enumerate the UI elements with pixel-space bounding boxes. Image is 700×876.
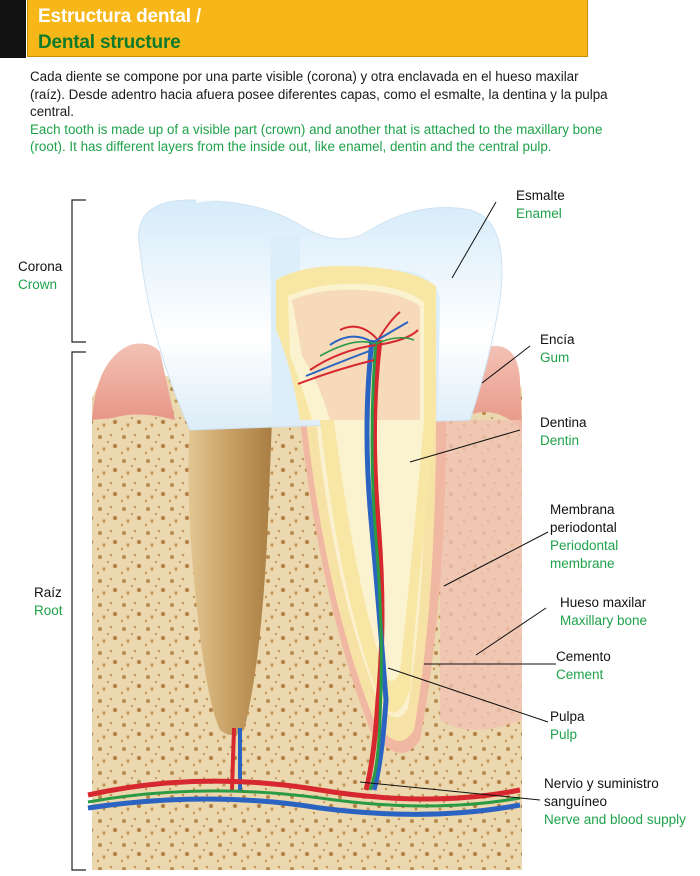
title-spanish: Estructura dental / [38,6,202,27]
label-crown: Corona Crown [18,259,63,292]
label-maxillary-bone: Hueso maxilar Maxillary bone [560,595,648,628]
pulp-vessels [297,311,419,791]
root-left [188,420,272,735]
label-root: Raíz Root [34,585,63,618]
label-nerve-blood-supply: Nervio y suministro sanguíneo Nerve and … [544,776,686,827]
intro-text: Cada diente se compone por una parte vis… [30,68,610,156]
header-bar: Estructura dental / Dental structure [0,0,700,58]
root-bracket [71,351,86,871]
label-dentin: Dentina Dentin [540,415,587,448]
label-gum: Encía Gum [540,332,575,365]
label-cement: Cemento Cement [556,649,611,682]
periodontal-leader [443,531,549,587]
nerve-blood-supply [87,778,521,817]
dentin-leader [409,429,521,463]
gum-leader [481,345,531,384]
pulp-leader [387,667,549,723]
label-pulp: Pulpa Pulp [550,709,585,742]
leader-lines [359,201,556,801]
bone-leader [475,607,547,656]
header-title-box [27,0,588,57]
title-english: Dental structure [38,32,181,53]
label-enamel: Esmalte Enamel [516,188,565,221]
crown-bracket [71,199,86,343]
enamel-leader [451,201,497,279]
nerve-leader [359,781,541,801]
intro-spanish: Cada diente se compone por una parte vis… [30,69,608,119]
label-periodontal-membrane: Membrana periodontal Periodontal membran… [550,502,619,571]
intro-english: Each tooth is made up of a visible part … [30,121,603,155]
header-black-tab [0,0,26,58]
